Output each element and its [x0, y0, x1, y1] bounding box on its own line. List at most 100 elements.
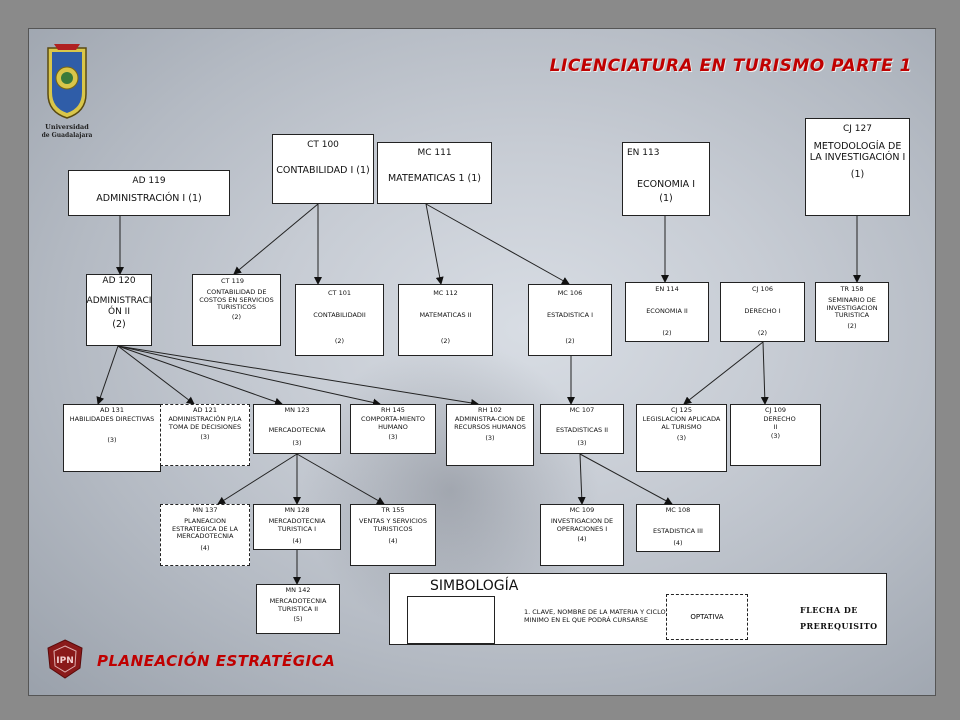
course-ad119[interactable]: AD 119 ADMINISTRACIÓN I (1)	[68, 170, 230, 216]
course-credits: (4)	[200, 543, 210, 552]
course-name: SEMINARIO DE INVESTIGACION TURISTICA	[826, 296, 878, 320]
course-cj106[interactable]: CJ 106 DERECHO I (2)	[720, 282, 805, 342]
course-tr155[interactable]: TR 155 VENTAS Y SERVICIOS TURISTICOS (4)	[350, 504, 436, 566]
course-mc108[interactable]: MC 108 ESTADISTICA III (4)	[636, 504, 720, 552]
course-code: AD 131	[100, 406, 124, 414]
course-code: MN 123	[284, 406, 310, 414]
course-credits: (3)	[200, 433, 210, 442]
arrow-mc111-mc112	[425, 203, 444, 285]
course-credits: (2)	[440, 336, 451, 345]
arrow-ct100-ct119	[233, 203, 319, 275]
course-credits: (3)	[292, 438, 302, 447]
legend-solid-description: 1. CLAVE, NOMBRE DE LA MATERIA Y CICLO M…	[524, 608, 666, 625]
arrow-ad120-rh102	[117, 345, 479, 407]
course-ad121[interactable]: AD 121 ADMINISTRACIÓN P/LA TOMA DE DECIS…	[160, 404, 250, 466]
course-mn137[interactable]: MN 137 PLANEACION ESTRATEGICA DE LA MERC…	[160, 504, 250, 566]
course-ad120[interactable]: AD 120 ADMINISTRACI ÓN II (2)	[86, 274, 152, 346]
course-mn142[interactable]: MN 142 MERCADOTECNIA TURISTICA II (5)	[256, 584, 340, 634]
course-credits: (3)	[577, 438, 587, 447]
course-tr158[interactable]: TR 158 SEMINARIO DE INVESTIGACION TURIST…	[815, 282, 889, 342]
course-ad131[interactable]: AD 131 HABILIDADES DIRECTIVAS (3)	[63, 404, 161, 472]
course-credits: (2)	[847, 321, 857, 330]
course-name: MATEMATICAS II	[419, 311, 472, 320]
course-cj109[interactable]: CJ 109 DERECHO II (3)	[730, 404, 821, 466]
course-name: ADMINISTRACIÓN I (1)	[96, 193, 202, 205]
course-credits: (4)	[292, 537, 302, 546]
course-ct119[interactable]: CT 119 CONTABILIDAD DE COSTOS EN SERVICI…	[192, 274, 281, 346]
course-credits: (1)	[659, 193, 673, 205]
course-credits: (1)	[850, 169, 865, 181]
course-credits: (4)	[577, 535, 587, 544]
course-rh102[interactable]: RH 102 ADMINISTRA-CION DE RECURSOS HUMAN…	[446, 404, 534, 466]
course-name: ADMINISTRA-CION DE RECURSOS HUMANOS	[454, 415, 526, 431]
course-rh145[interactable]: RH 145 COMPORTA-MIENTO HUMANO (3)	[350, 404, 436, 454]
course-code: MN 128	[284, 506, 310, 514]
course-cj127[interactable]: CJ 127 METODOLOGÍA DE LA INVESTIGACIÓN I…	[805, 118, 910, 216]
course-code: RH 102	[478, 406, 502, 414]
ipn-logo: IPN	[47, 639, 83, 679]
footer-title: PLANEACIÓN ESTRATÉGICA	[97, 652, 336, 670]
course-credits: (2)	[112, 319, 126, 331]
arrow-ad120-ad121	[117, 345, 195, 405]
course-code: CJ 127	[843, 124, 872, 134]
course-mc109[interactable]: MC 109 INVESTIGACION DE OPERACIONES I (4…	[540, 504, 624, 566]
course-name: INVESTIGACION DE OPERACIONES I	[550, 517, 614, 533]
course-name: MERCADOTECNIA TURISTICA I	[268, 517, 326, 533]
course-credits: (4)	[673, 538, 683, 547]
course-name: MERCADOTECNIA TURISTICA II	[269, 597, 327, 613]
course-code: AD 120	[102, 276, 136, 286]
course-mc107[interactable]: MC 107 ESTADISTICAS II (3)	[540, 404, 624, 454]
course-mn128[interactable]: MN 128 MERCADOTECNIA TURISTICA I (4)	[253, 504, 341, 550]
course-code: AD 121	[193, 406, 217, 414]
svg-text:IPN: IPN	[56, 656, 73, 666]
arrow-cj106-cj125	[683, 341, 764, 405]
arrow-ad120-rh145	[117, 345, 381, 407]
course-ct101[interactable]: CT 101 CONTABILIDADII (2)	[295, 284, 384, 356]
course-cj125[interactable]: CJ 125 LEGISLACION APLICADA AL TURISMO (…	[636, 404, 727, 472]
course-name: ADMINISTRACIÓN P/LA TOMA DE DECISIONES	[168, 415, 242, 431]
course-code: TR 155	[381, 506, 405, 514]
course-name: CONTABILIDADII	[313, 311, 366, 320]
arrow-ad120-ad131	[96, 345, 119, 405]
course-name: MERCADOTECNIA	[268, 426, 326, 435]
arrow-cj106-cj109	[760, 341, 769, 405]
course-name: LEGISLACION APLICADA AL TURISMO	[642, 415, 721, 431]
page-title: LICENCIATURA EN TURISMO PARTE 1	[549, 56, 912, 76]
legend-arrow-label-line2: PREREQUISITO	[800, 621, 878, 631]
course-en114[interactable]: EN 114 ECONOMIA II (2)	[625, 282, 709, 342]
course-code: CT 119	[221, 277, 244, 285]
course-name: ESTADISTICA I	[546, 311, 594, 320]
course-ct100[interactable]: CT 100 CONTABILIDAD I (1)	[272, 134, 374, 204]
course-credits: (3)	[770, 432, 781, 441]
legend-solid-box-sample	[407, 596, 495, 644]
arrow-mc107-mc109	[577, 453, 586, 505]
course-credits: (2)	[662, 328, 672, 337]
course-code: MC 107	[569, 406, 595, 414]
course-code: RH 145	[381, 406, 405, 414]
course-credits: (2)	[334, 336, 345, 345]
course-credits: (5)	[293, 615, 303, 624]
arrow-mc111-mc106	[425, 203, 570, 285]
course-name: ADMINISTRACI ÓN II	[86, 296, 152, 317]
course-code: CT 100	[307, 140, 339, 150]
course-credits: (3)	[676, 434, 687, 443]
legend-arrow-label-line1: FLECHA DE	[800, 605, 858, 615]
course-code: TR 158	[840, 285, 864, 293]
arrow-mc107-mc108	[579, 453, 673, 505]
course-code: MC 108	[665, 506, 691, 514]
course-credits: (4)	[388, 537, 398, 546]
course-name: METODOLOGÍA DE LA INVESTIGACIÓN I	[809, 141, 906, 164]
course-code: CJ 109	[765, 406, 786, 414]
course-mc112[interactable]: MC 112 MATEMATICAS II (2)	[398, 284, 493, 356]
course-code: CJ 106	[752, 285, 773, 293]
course-mc111[interactable]: MC 111 MATEMATICAS 1 (1)	[377, 142, 492, 204]
course-name: CONTABILIDAD DE COSTOS EN SERVICIOS TURI…	[199, 288, 274, 312]
course-code: MC 106	[557, 289, 583, 297]
course-credits: (2)	[757, 328, 768, 337]
course-code: MC 111	[417, 148, 452, 158]
course-en113[interactable]: EN 113 ECONOMIA I (1)	[622, 142, 710, 216]
course-mc106[interactable]: MC 106 ESTADISTICA I (2)	[528, 284, 612, 356]
arrow-ad120-mn123	[117, 345, 283, 406]
course-mn123[interactable]: MN 123 MERCADOTECNIA (3)	[253, 404, 341, 454]
